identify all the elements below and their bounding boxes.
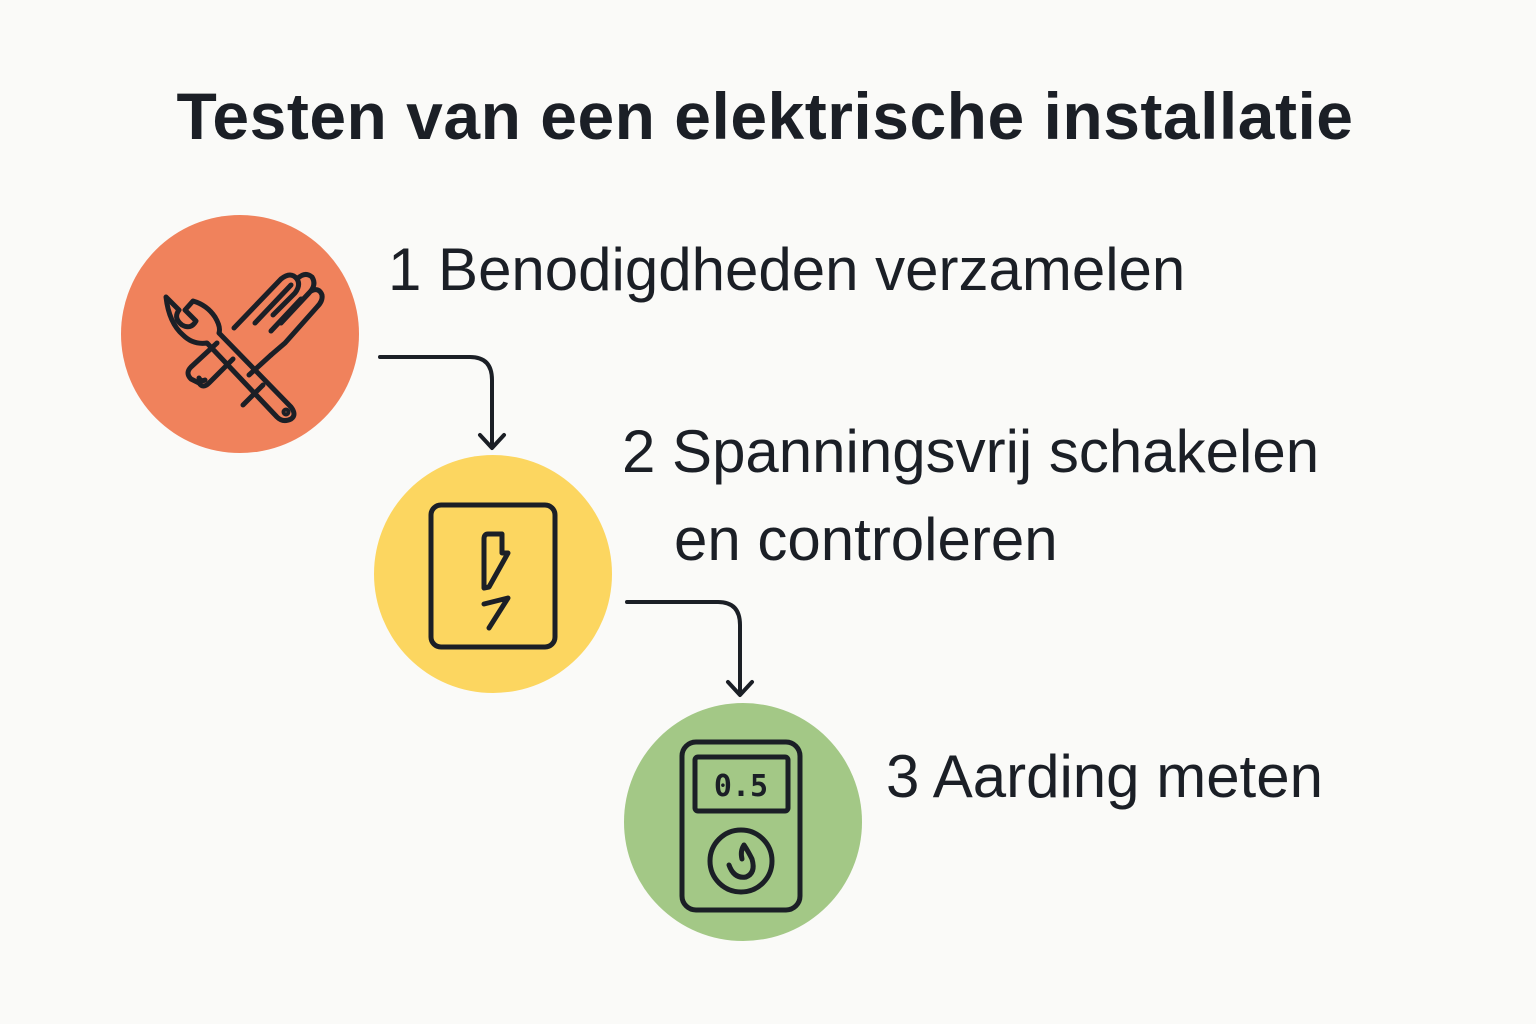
arrow-step2-to-step3 bbox=[625, 600, 742, 696]
step-3-number: 3 bbox=[886, 743, 920, 810]
arrowhead-2 bbox=[726, 680, 754, 697]
step-2-title: Spanningsvrij schakelen bbox=[672, 418, 1320, 485]
meter-reading: 0.5 bbox=[714, 769, 768, 804]
step-2-number: 2 bbox=[622, 418, 656, 485]
step-2-title-line2: en controleren bbox=[674, 506, 1058, 573]
wrench-and-glove-icon bbox=[163, 271, 325, 424]
step-3-circle: 0.5 bbox=[624, 703, 862, 941]
earth-tester-meter-icon: 0.5 bbox=[679, 739, 803, 913]
arrow-step1-to-step2 bbox=[378, 355, 494, 449]
step-1-label: 1 Benodigdheden verzamelen bbox=[388, 226, 1185, 314]
step-2-label: 2 Spanningsvrij schakelen en controleren bbox=[622, 408, 1319, 584]
step-3-label: 3 Aarding meten bbox=[886, 733, 1323, 821]
step-1-circle bbox=[121, 215, 359, 453]
step-1-number: 1 bbox=[388, 236, 422, 303]
step-2-circle bbox=[374, 455, 612, 693]
fuse-box-lightning-icon bbox=[428, 502, 558, 650]
step-1-title: Benodigdheden verzamelen bbox=[438, 236, 1186, 303]
arrowhead-1 bbox=[478, 433, 506, 450]
step-3-title: Aarding meten bbox=[932, 743, 1323, 810]
page-title: Testen van een elektrische installatie bbox=[176, 79, 1354, 153]
